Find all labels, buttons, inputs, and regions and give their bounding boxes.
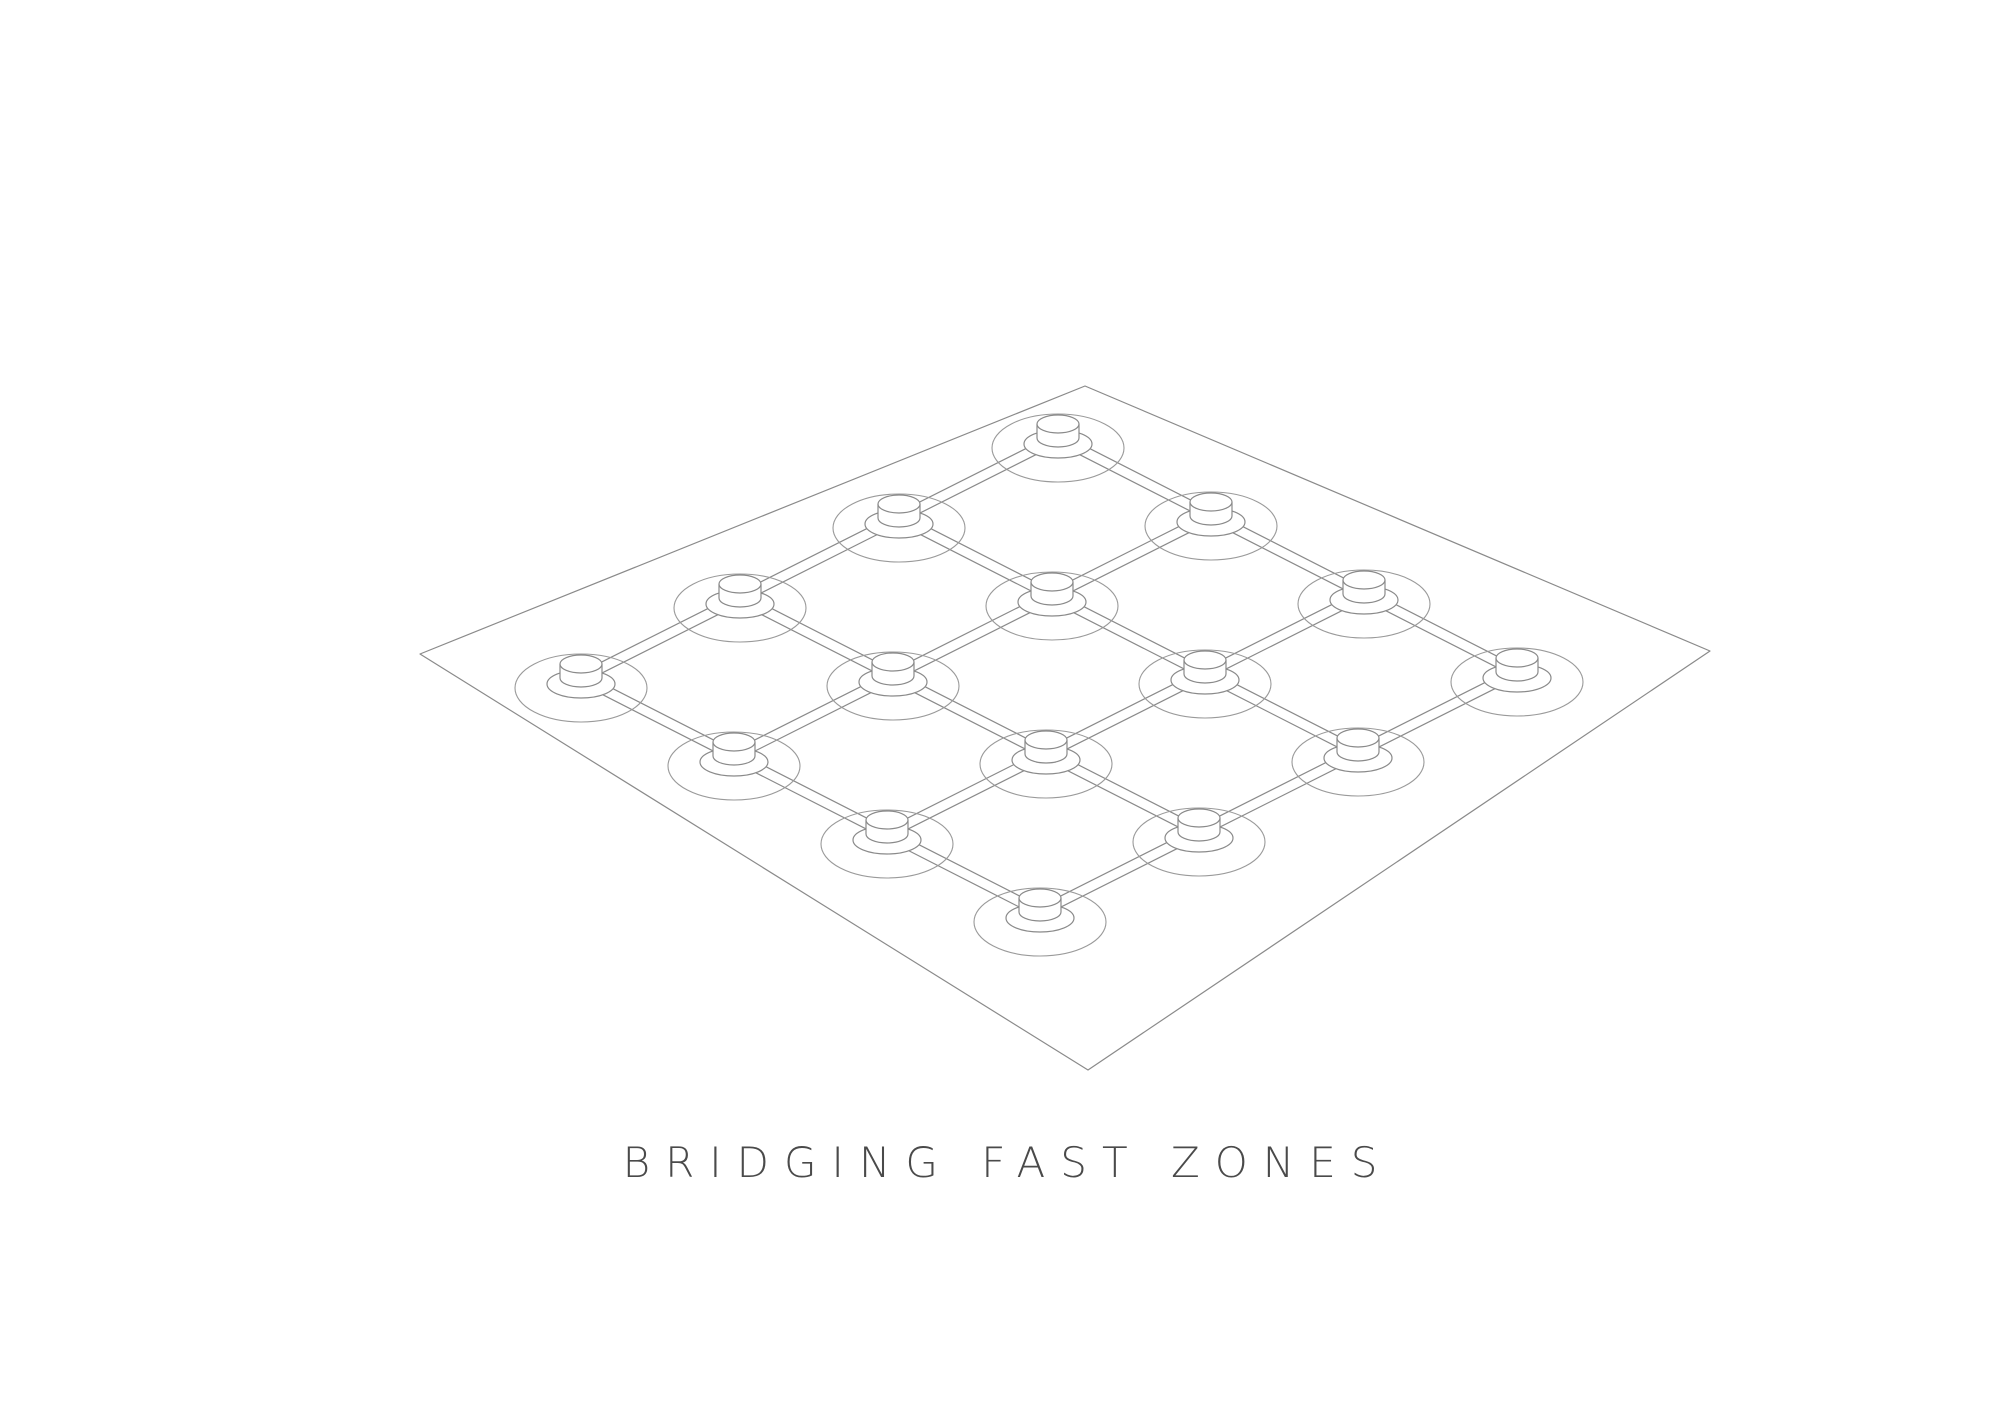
node-cap <box>1183 650 1227 670</box>
node-5 <box>1329 570 1399 615</box>
connector-edge <box>888 757 1049 840</box>
node-8 <box>699 732 769 777</box>
connector-edge <box>1200 755 1361 838</box>
node-top-zone <box>991 413 1125 483</box>
connector-edge <box>1208 519 1363 600</box>
connector-edge <box>1359 675 1520 758</box>
node-7-zone <box>1138 649 1272 719</box>
node-cap <box>1342 570 1386 590</box>
connector-edge <box>1202 677 1357 758</box>
node-11-zone <box>820 809 954 879</box>
node-cap <box>1177 808 1221 828</box>
node-cap <box>1018 888 1062 908</box>
node-left-zone <box>514 653 648 723</box>
node-2 <box>1176 492 1246 537</box>
node-cap <box>871 652 915 672</box>
node-5-zone <box>1297 569 1431 639</box>
connector-edge <box>1041 835 1202 918</box>
connector-edge <box>741 521 902 604</box>
node-cap <box>1336 728 1380 748</box>
connector-edge <box>1361 597 1516 678</box>
node-right-zone <box>1450 647 1584 717</box>
zone-discs <box>514 413 1584 957</box>
connector-edge <box>896 521 1051 602</box>
connector-edge <box>1055 441 1210 522</box>
node-4 <box>1017 572 1087 617</box>
connector-edge <box>737 601 892 682</box>
connector-edge <box>1043 757 1198 838</box>
node-cap <box>1024 730 1068 750</box>
node-2-zone <box>1144 491 1278 561</box>
diagram-caption: BRIDGING FAST ZONES <box>622 1138 1393 1187</box>
connector-edge <box>890 679 1045 760</box>
node-cap <box>712 732 756 752</box>
connector-edge <box>1049 599 1204 680</box>
node-cap <box>718 574 762 594</box>
node-11 <box>852 810 922 855</box>
node-cap <box>877 494 921 514</box>
node-6-zone <box>826 651 960 721</box>
node-6 <box>858 652 928 697</box>
connector-edge <box>582 601 743 684</box>
node-cap <box>1495 648 1539 668</box>
node-cap <box>865 810 909 830</box>
node-cylinders <box>546 414 1552 933</box>
node-12-zone <box>1132 807 1266 877</box>
node-10 <box>1323 728 1393 773</box>
connector-edge <box>735 679 896 762</box>
node-9-zone <box>979 729 1113 799</box>
node-1-zone <box>832 493 966 563</box>
node-12 <box>1164 808 1234 853</box>
node-3 <box>705 574 775 619</box>
connector-edge <box>900 441 1061 524</box>
node-top <box>1023 414 1093 459</box>
connector-edge <box>578 681 733 762</box>
connector-edge <box>1206 597 1367 680</box>
node-cap <box>1030 572 1074 592</box>
node-bottom <box>1005 888 1075 933</box>
connector-edge <box>1053 519 1214 602</box>
node-bottom-zone <box>973 887 1107 957</box>
connector-edge <box>1047 677 1208 760</box>
node-cap <box>559 654 603 674</box>
connector-edge <box>894 599 1055 682</box>
node-9 <box>1011 730 1081 775</box>
ground-plane <box>419 385 1711 1071</box>
node-cap <box>1189 492 1233 512</box>
connector-edge <box>884 837 1039 918</box>
node-10-zone <box>1291 727 1425 797</box>
connector-edge <box>731 759 886 840</box>
node-3-zone <box>673 573 807 643</box>
node-1 <box>864 494 934 539</box>
node-7 <box>1170 650 1240 695</box>
node-8-zone <box>667 731 801 801</box>
node-4-zone <box>985 571 1119 641</box>
connector-network <box>578 432 1520 918</box>
node-right <box>1482 648 1552 693</box>
node-left <box>546 654 616 699</box>
node-cap <box>1036 414 1080 434</box>
